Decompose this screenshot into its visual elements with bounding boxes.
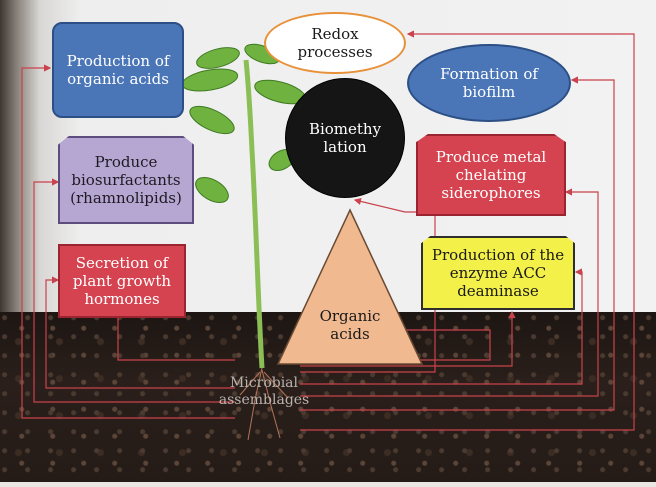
node-acc-deaminase: Production of the enzyme ACC deaminase (421, 236, 575, 310)
biosurfactants-label: Produce biosurfactants (rhamnolipids) (70, 153, 182, 207)
arrow-from-hormones-down (117, 318, 235, 361)
plant-leaf (195, 177, 229, 203)
node-microbial-assemblages: Microbial assemblages (210, 370, 318, 414)
arrow-to-organic-acids-production (21, 64, 235, 419)
plant-leaf (196, 47, 240, 69)
organic-acids-label: Organic acids (319, 307, 381, 343)
plant-hormones-label: Secretion of plant growth hormones (72, 254, 172, 308)
arrow-to-acc-2 (300, 310, 516, 367)
node-organic-acids-triangle (276, 208, 424, 365)
node-siderophores: Produce metal chelating siderophores (416, 134, 566, 216)
acc-deaminase-label: Production of the enzyme ACC deaminase (431, 246, 565, 300)
production-organic-acids-label: Production of organic acids (66, 52, 170, 88)
biomethylation-label: Biomethy lation (308, 120, 382, 156)
arrow-to-redox (300, 30, 635, 431)
arrow-to-biofilm (300, 76, 615, 411)
plant-leaf (189, 105, 235, 135)
node-organic-acids: Organic acids (300, 300, 400, 350)
node-biomethylation: Biomethy lation (285, 78, 405, 198)
redox-label: Redox processes (297, 25, 373, 61)
arrow-to-acc (300, 268, 583, 385)
arrow-to-siderophores (300, 188, 599, 397)
arrow-to-biosurfactants (33, 178, 235, 403)
plant-stem (243, 59, 265, 369)
plant-roots (239, 367, 289, 441)
arrow-to-hormones (45, 276, 235, 389)
node-biosurfactants: Produce biosurfactants (rhamnolipids) (58, 136, 194, 224)
node-production-organic-acids: Production of organic acids (52, 22, 184, 118)
node-plant-hormones: Secretion of plant growth hormones (58, 244, 186, 318)
formation-biofilm-label: Formation of biofilm (440, 65, 538, 101)
siderophores-label: Produce metal chelating siderophores (435, 148, 547, 202)
node-formation-biofilm: Formation of biofilm (407, 44, 571, 122)
page-edge (0, 482, 656, 487)
node-redox-processes: Redox processes (264, 12, 406, 74)
microbial-assemblages-label: Microbial assemblages (218, 375, 310, 408)
plant-leaf (181, 68, 239, 92)
